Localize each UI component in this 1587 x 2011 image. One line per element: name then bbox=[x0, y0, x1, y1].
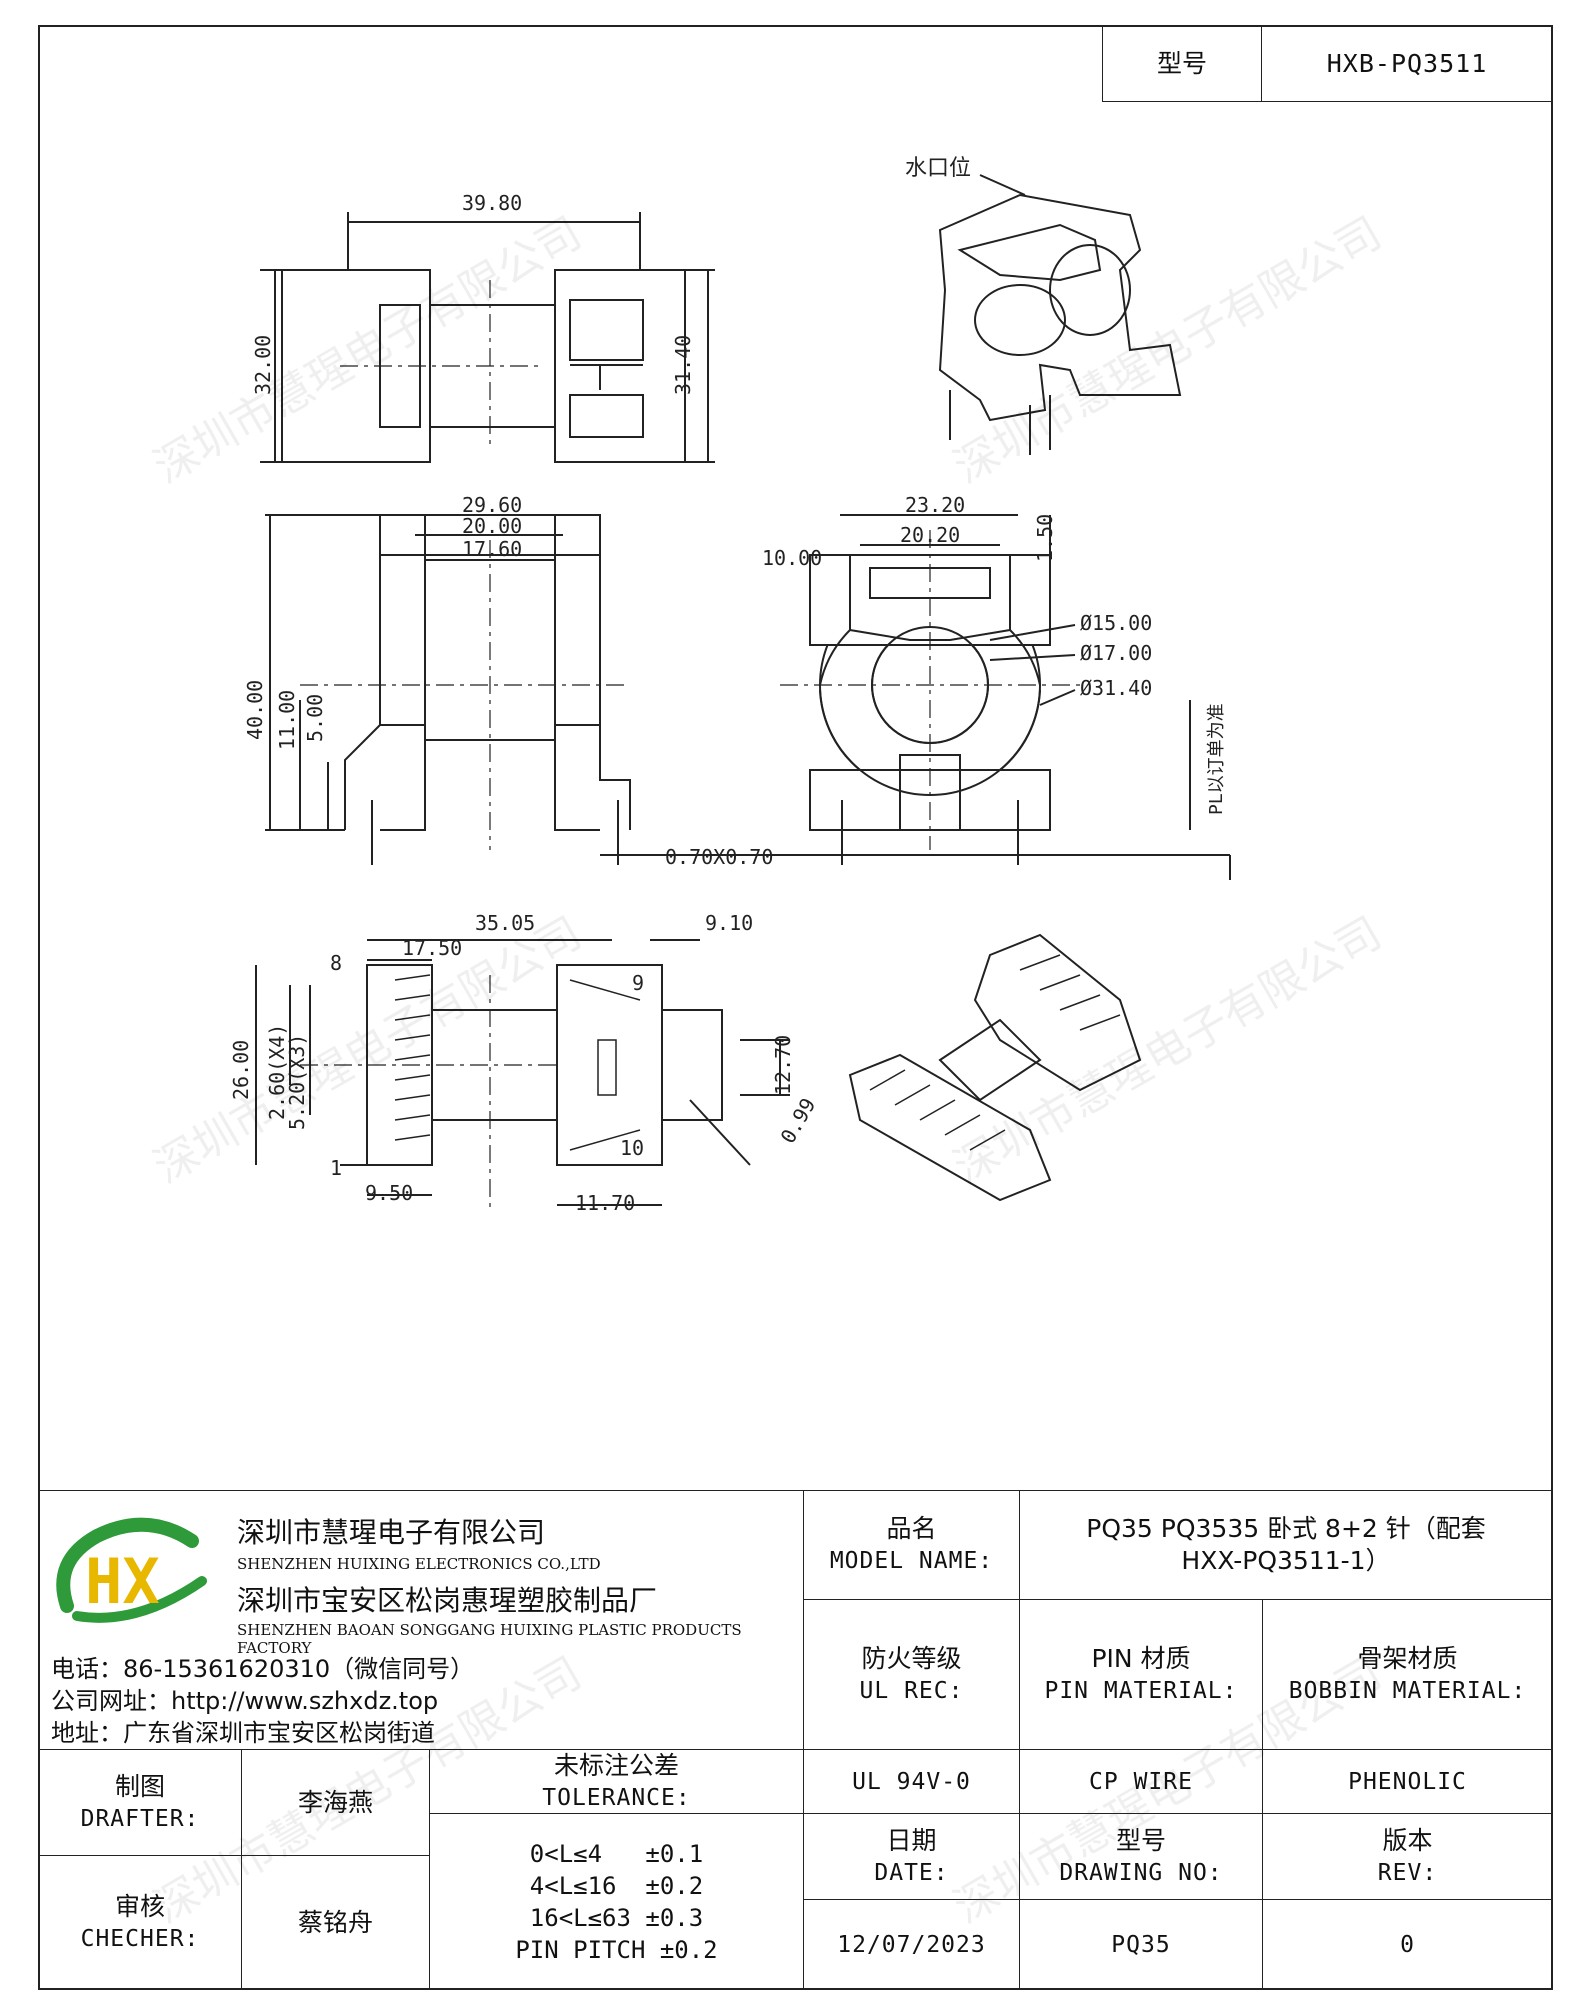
dim-overall-length: 39.80 bbox=[462, 191, 522, 215]
drawing-no-value: PQ35 bbox=[1019, 1899, 1263, 1990]
date-value: 12/07/2023 bbox=[803, 1899, 1020, 1990]
dim-bottom-26: 26.00 bbox=[229, 1040, 253, 1100]
company-logo: HX bbox=[56, 1517, 207, 1623]
ul-rec-value: UL 94V-0 bbox=[803, 1749, 1020, 1814]
water-gate-label: 水口位 bbox=[905, 156, 971, 181]
bobbin-material-label: 骨架材质 BOBBIN MATERIAL: bbox=[1262, 1599, 1553, 1750]
side-view-left-flange bbox=[379, 514, 426, 726]
factory-name-en: SHENZHEN BAOAN SONGGANG HUIXING PLASTIC … bbox=[237, 1621, 742, 1657]
dim-bottom-12: 12.70 bbox=[771, 1035, 795, 1095]
company-address: 地址：广东省深圳市宝安区松岗街道 bbox=[51, 1719, 435, 1747]
date-label: 日期 DATE: bbox=[803, 1813, 1020, 1900]
dim-slot-p: 10.00 bbox=[762, 546, 822, 570]
checker-name: 蔡铭舟 bbox=[241, 1855, 430, 1990]
dim-front-width: 23.20 bbox=[905, 493, 965, 517]
pin-material-value: CP WIRE bbox=[1019, 1749, 1263, 1814]
dim-width-e: 17.60 bbox=[462, 537, 522, 561]
side-view-right-flange bbox=[554, 514, 601, 726]
pin-material-label: PIN 材质 PIN MATERIAL: bbox=[1019, 1599, 1263, 1750]
company-phone: 电话：86-15361620310（微信同号） bbox=[51, 1655, 475, 1683]
dim-dia-17: Ø17.00 bbox=[1080, 641, 1152, 665]
ul-rec-label: 防火等级 UL REC: bbox=[803, 1599, 1020, 1750]
dim-flange-height: 31.40 bbox=[671, 335, 695, 395]
dim-height-11: 11.00 bbox=[275, 690, 299, 750]
company-box: HX 深圳市慧瑆电子有限公司 SHENZHEN HUIXING ELECTRON… bbox=[38, 1490, 804, 1750]
tolerance-values: 0<L≤4 ±0.1 4<L≤16 ±0.2 16<L≤63 ±0.3 PIN … bbox=[429, 1813, 804, 1990]
dim-pitch-4: 2.60(X4) bbox=[265, 1024, 289, 1120]
drafter-label: 制图 DRAFTER: bbox=[38, 1749, 242, 1856]
pl-note: PL以订单为准 bbox=[1206, 703, 1227, 815]
dim-height-5: 5.00 bbox=[303, 694, 327, 742]
dim-dia-31: Ø31.40 bbox=[1080, 676, 1152, 700]
dim-front-top: 1.50 bbox=[1033, 514, 1057, 562]
dim-bottom-950: 9.50 bbox=[365, 1181, 413, 1205]
drafter-name: 李海燕 bbox=[241, 1749, 430, 1856]
header-model-value: HXB-PQ3511 bbox=[1261, 25, 1553, 102]
dim-dia-15: Ø15.00 bbox=[1080, 611, 1152, 635]
top-view-right-flange bbox=[554, 269, 686, 463]
model-name-value: PQ35 PQ3535 卧式 8+2 针（配套 HXX-PQ3511-1） bbox=[1019, 1490, 1553, 1600]
dim-bottom-099: 0.99 bbox=[776, 1094, 821, 1148]
dim-width-c: 29.60 bbox=[462, 493, 522, 517]
pin-label-9: 9 bbox=[632, 971, 644, 995]
iso-view-top bbox=[938, 174, 1182, 455]
dim-width-d: 20.00 bbox=[462, 514, 522, 538]
technical-drawing: 水口位 39.80 32.00 31.40 29.60 20.00 17.60 … bbox=[229, 156, 1231, 1215]
drawing-no-label: 型号 DRAWING NO: bbox=[1019, 1813, 1263, 1900]
dim-pin-section: 0.70X0.70 bbox=[665, 845, 773, 869]
bobbin-material-value: PHENOLIC bbox=[1262, 1749, 1553, 1814]
company-name-en: SHENZHEN HUIXING ELECTRONICS CO.,LTD bbox=[237, 1555, 601, 1573]
dim-bottom-half: 17.50 bbox=[402, 936, 462, 960]
checker-label: 审核 CHECHER: bbox=[38, 1855, 242, 1990]
dim-bottom-1170: 11.70 bbox=[575, 1191, 635, 1215]
bottom-view-right-body bbox=[556, 964, 663, 1166]
factory-name-cn: 深圳市宝安区松岗惠瑆塑胶制品厂 bbox=[237, 1584, 658, 1617]
iso-view-bottom bbox=[848, 933, 1142, 1202]
pin-label-10: 10 bbox=[620, 1136, 644, 1160]
tolerance-label: 未标注公差 TOLERANCE: bbox=[429, 1749, 804, 1814]
pin-label-1: 1 bbox=[330, 1156, 342, 1180]
company-name-cn: 深圳市慧瑆电子有限公司 bbox=[237, 1516, 546, 1549]
model-name-label: 品名 MODEL NAME: bbox=[803, 1490, 1020, 1600]
company-website: 公司网址：http://www.szhxdz.top bbox=[51, 1687, 439, 1715]
header-model-label: 型号 bbox=[1102, 25, 1262, 102]
dim-pitch-3: 5.20(X3) bbox=[285, 1034, 309, 1130]
rev-label: 版本 REV: bbox=[1262, 1813, 1553, 1900]
dim-total-height: 40.00 bbox=[243, 680, 267, 740]
dim-bottom-right: 9.10 bbox=[705, 911, 753, 935]
dim-front-inner: 20.20 bbox=[900, 523, 960, 547]
svg-text:HX: HX bbox=[85, 1545, 160, 1618]
pin-label-8: 8 bbox=[330, 951, 342, 975]
dim-bottom-len: 35.05 bbox=[475, 911, 535, 935]
dim-height-a: 32.00 bbox=[251, 335, 275, 395]
rev-value: 0 bbox=[1262, 1899, 1553, 1990]
